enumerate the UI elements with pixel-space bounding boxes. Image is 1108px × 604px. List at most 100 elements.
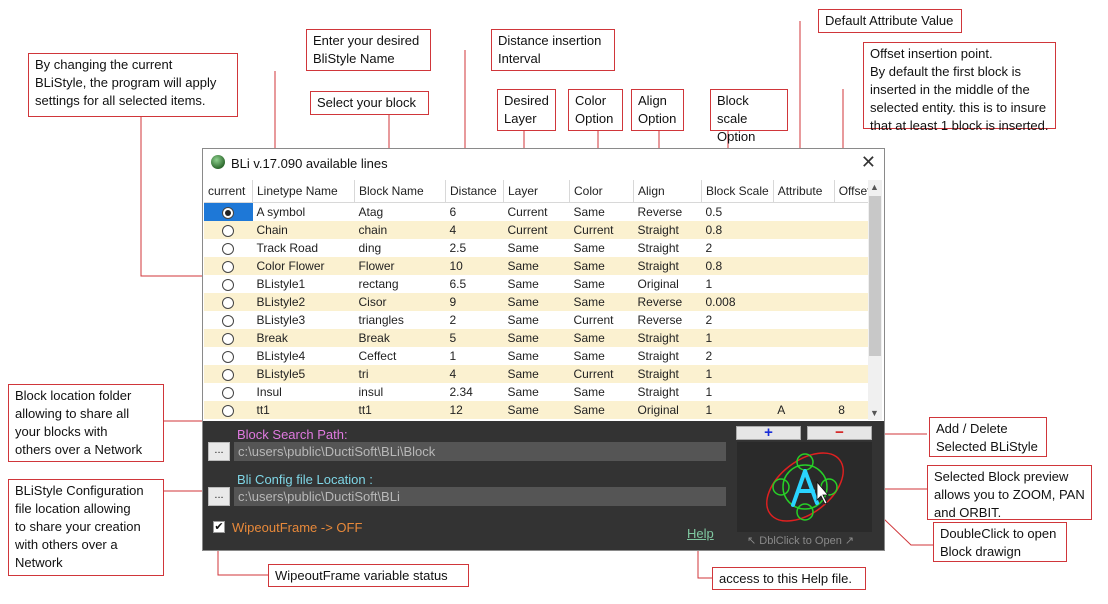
cell-attribute[interactable] (773, 383, 834, 401)
cell-offset[interactable] (834, 329, 875, 347)
current-radio[interactable] (222, 278, 235, 291)
cell-layer[interactable]: Same (503, 293, 570, 311)
cell-attribute[interactable] (773, 311, 834, 329)
cell-color[interactable]: Same (573, 277, 605, 291)
cell-align[interactable]: Straight (633, 257, 702, 275)
cell-offset[interactable]: 8 (834, 401, 875, 419)
cell-distance[interactable]: 12 (445, 401, 504, 419)
cell-align[interactable]: Straight (633, 365, 702, 383)
cell-block[interactable]: tri (354, 365, 446, 383)
cell-color[interactable]: Current (569, 365, 634, 383)
cell-align[interactable]: Straight (637, 385, 679, 399)
col-offset[interactable]: Offset (834, 180, 876, 203)
cell-color[interactable]: Same (573, 205, 605, 219)
cell-color[interactable]: Current (569, 221, 634, 239)
cell-distance[interactable]: 10 (445, 257, 504, 275)
col-align[interactable]: Align (633, 180, 702, 203)
cell-attribute[interactable] (773, 239, 834, 257)
cell-offset[interactable] (834, 257, 875, 275)
cell-distance[interactable]: 2 (449, 313, 457, 327)
scroll-up-icon[interactable]: ▲ (870, 182, 879, 192)
cell-layer[interactable]: Same (503, 401, 570, 419)
current-radio[interactable] (222, 386, 235, 399)
cell-block[interactable]: ding (358, 241, 382, 255)
cell-block[interactable]: triangles (358, 313, 404, 327)
cell-scale[interactable]: 1 (705, 385, 713, 399)
cell-distance[interactable]: 4 (445, 221, 504, 239)
current-radio-cell[interactable] (204, 311, 253, 329)
col-current[interactable]: current (204, 180, 253, 203)
col-block-scale[interactable]: Block Scale (701, 180, 774, 203)
cell-attribute[interactable] (773, 275, 834, 293)
cell-name[interactable]: BListyle4 (256, 349, 306, 363)
cell-scale[interactable]: 1 (701, 329, 774, 347)
cell-color[interactable]: Same (573, 385, 605, 399)
current-radio[interactable] (222, 242, 235, 255)
cell-block[interactable]: tt1 (354, 401, 446, 419)
current-radio[interactable] (222, 206, 235, 219)
current-radio[interactable] (222, 350, 235, 363)
cell-attribute[interactable] (773, 329, 835, 347)
block-search-browse-button[interactable]: ... (208, 442, 230, 461)
cell-name[interactable]: Color Flower (252, 257, 355, 275)
cell-scale[interactable]: 2 (705, 313, 713, 327)
cell-distance[interactable]: 6.5 (449, 277, 467, 291)
cell-block[interactable]: Atag (358, 205, 384, 219)
current-radio-cell[interactable] (204, 383, 253, 401)
cell-name[interactable]: Chain (252, 221, 355, 239)
cell-attribute[interactable]: A (773, 401, 835, 419)
cell-name[interactable]: Insul (256, 385, 282, 399)
help-link[interactable]: Help (687, 526, 714, 541)
current-radio-cell[interactable] (204, 365, 253, 383)
scroll-down-icon[interactable]: ▼ (870, 408, 879, 418)
cell-align[interactable]: Reverse (633, 293, 702, 311)
cell-align[interactable]: Straight (633, 221, 702, 239)
cell-distance[interactable]: 5 (445, 329, 504, 347)
current-radio[interactable] (222, 296, 235, 309)
cell-layer[interactable]: Same (507, 349, 539, 363)
current-radio[interactable] (222, 404, 235, 417)
current-radio-cell[interactable] (204, 401, 253, 419)
cell-layer[interactable]: Current (503, 221, 570, 239)
cell-layer[interactable]: Same (503, 257, 570, 275)
cell-scale[interactable]: 0.5 (705, 205, 723, 219)
cell-scale[interactable]: 1 (701, 365, 774, 383)
scroll-thumb[interactable] (869, 196, 881, 356)
cell-align[interactable]: Straight (633, 329, 702, 347)
col-color[interactable]: Color (569, 180, 634, 203)
cell-align[interactable]: Straight (637, 241, 679, 255)
current-radio-cell[interactable] (204, 202, 253, 221)
cell-distance[interactable]: 9 (445, 293, 504, 311)
wipeout-checkbox[interactable]: ✔ (213, 521, 225, 533)
cell-distance[interactable]: 4 (445, 365, 504, 383)
cell-align[interactable]: Original (633, 401, 702, 419)
cell-name[interactable]: Track Road (256, 241, 319, 255)
cell-color[interactable]: Same (569, 329, 634, 347)
cell-offset[interactable] (834, 365, 875, 383)
current-radio[interactable] (222, 368, 235, 381)
cell-color[interactable]: Same (569, 257, 634, 275)
cell-block[interactable]: insul (358, 385, 384, 399)
cell-color[interactable]: Same (573, 349, 605, 363)
current-radio-cell[interactable] (204, 347, 253, 365)
cell-block[interactable]: Ceffect (358, 349, 397, 363)
cell-offset[interactable] (834, 293, 875, 311)
cell-align[interactable]: Reverse (637, 205, 683, 219)
cell-block[interactable]: Break (354, 329, 446, 347)
col-layer[interactable]: Layer (503, 180, 570, 203)
close-button[interactable]: ✕ (860, 152, 876, 172)
block-preview[interactable] (737, 442, 872, 532)
add-style-button[interactable]: + (736, 425, 801, 440)
cell-layer[interactable]: Same (507, 241, 539, 255)
current-radio-cell[interactable] (204, 329, 253, 347)
cell-attribute[interactable] (773, 203, 834, 222)
current-radio-cell[interactable] (204, 275, 253, 293)
cell-attribute[interactable] (773, 221, 835, 239)
cell-distance[interactable]: 6 (449, 205, 457, 219)
cell-name[interactable]: BListyle1 (256, 277, 306, 291)
